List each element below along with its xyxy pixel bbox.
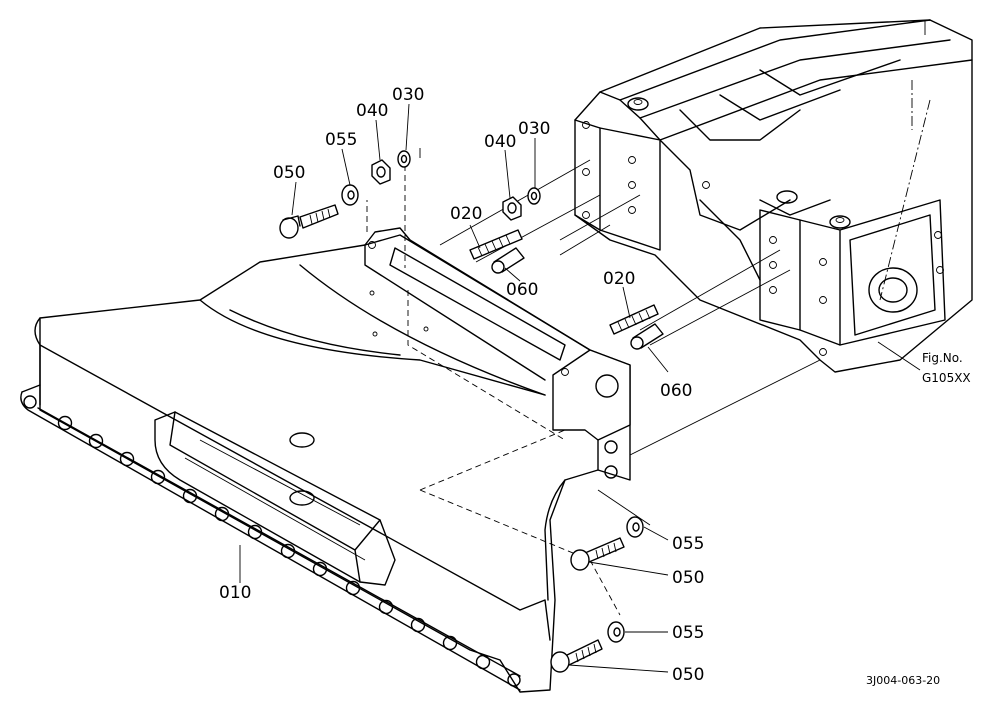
washer-030-top — [397, 150, 411, 168]
leader-lines — [239, 103, 921, 673]
housing-assembly — [574, 19, 973, 373]
callout-055-top: 055 — [325, 130, 357, 150]
callout-040-top: 040 — [356, 101, 388, 121]
washer-030-mid — [527, 187, 541, 205]
assembly-lines — [366, 148, 821, 616]
pin-060-right — [630, 323, 664, 350]
fig-ref-line1: Fig.No. — [922, 351, 963, 365]
pin-060-left — [491, 247, 525, 274]
callout-060-right: 060 — [660, 381, 692, 401]
washer-055-top — [341, 184, 359, 206]
bolt-050-bottom — [550, 639, 603, 673]
hole-row — [23, 395, 521, 687]
bolt-050-top — [279, 204, 339, 239]
nut-040-mid — [502, 196, 522, 221]
front-weight-bracket — [20, 227, 631, 693]
callout-030-mid: 030 — [518, 119, 550, 139]
stud-020-right — [609, 304, 659, 335]
callout-010: 010 — [219, 583, 251, 603]
washer-055-bottom — [607, 621, 625, 643]
callout-050-lower: 050 — [672, 568, 704, 588]
stud-020-left — [469, 229, 523, 260]
fig-ref-line2: G105XX — [922, 371, 971, 385]
callout-055-bottom: 055 — [672, 623, 704, 643]
callout-040-mid: 040 — [484, 132, 516, 152]
callout-055-lower: 055 — [672, 534, 704, 554]
washer-055-lower — [626, 516, 644, 538]
callout-030-top: 030 — [392, 85, 424, 105]
callout-050-top: 050 — [273, 163, 305, 183]
callout-020-right: 020 — [603, 269, 635, 289]
callout-labels: 050 055 040 030 040 030 020 060 020 060 … — [219, 85, 971, 687]
nut-040-top — [371, 159, 391, 185]
drawing-number: 3J004-063-20 — [866, 674, 940, 687]
callout-050-bottom: 050 — [672, 665, 704, 685]
callout-060-left: 060 — [506, 280, 538, 300]
callout-020-left: 020 — [450, 204, 482, 224]
bolt-050-lower — [570, 537, 625, 571]
